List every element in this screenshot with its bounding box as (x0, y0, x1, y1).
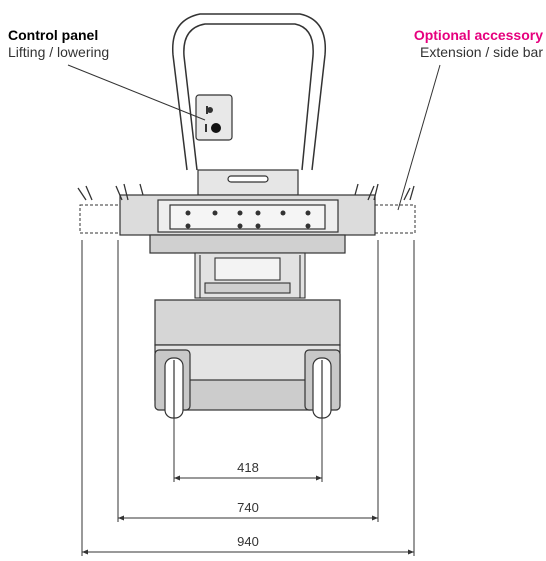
dimension-label-418: 418 (237, 460, 259, 475)
optional-accessory-callout: Optional accessory Extension / side bar (414, 27, 543, 61)
control-panel-box (195, 94, 233, 141)
scissor-mechanism (194, 252, 306, 299)
control-panel-callout: Control panel Lifting / lowering (8, 27, 109, 61)
optional-accessory-title: Optional accessory (413, 27, 543, 43)
dimension-arrows (82, 475, 414, 555)
platform (119, 194, 376, 254)
side-bars (79, 204, 416, 234)
push-handle (172, 13, 327, 171)
down-button-icon (211, 123, 221, 133)
callout-leaders (67, 64, 441, 211)
optional-accessory-subtitle: Extension / side bar (420, 44, 543, 60)
dimension-lines (81, 240, 415, 556)
side-hooks (77, 183, 415, 201)
mast (197, 169, 299, 196)
control-panel-title: Control panel (8, 27, 99, 43)
dimension-label-940: 940 (237, 534, 259, 549)
wheel-right (304, 349, 341, 419)
dimension-label-740: 740 (237, 500, 259, 515)
up-button-icon (207, 107, 213, 113)
wheel-left (154, 349, 191, 419)
control-panel-subtitle: Lifting / lowering (8, 44, 110, 60)
